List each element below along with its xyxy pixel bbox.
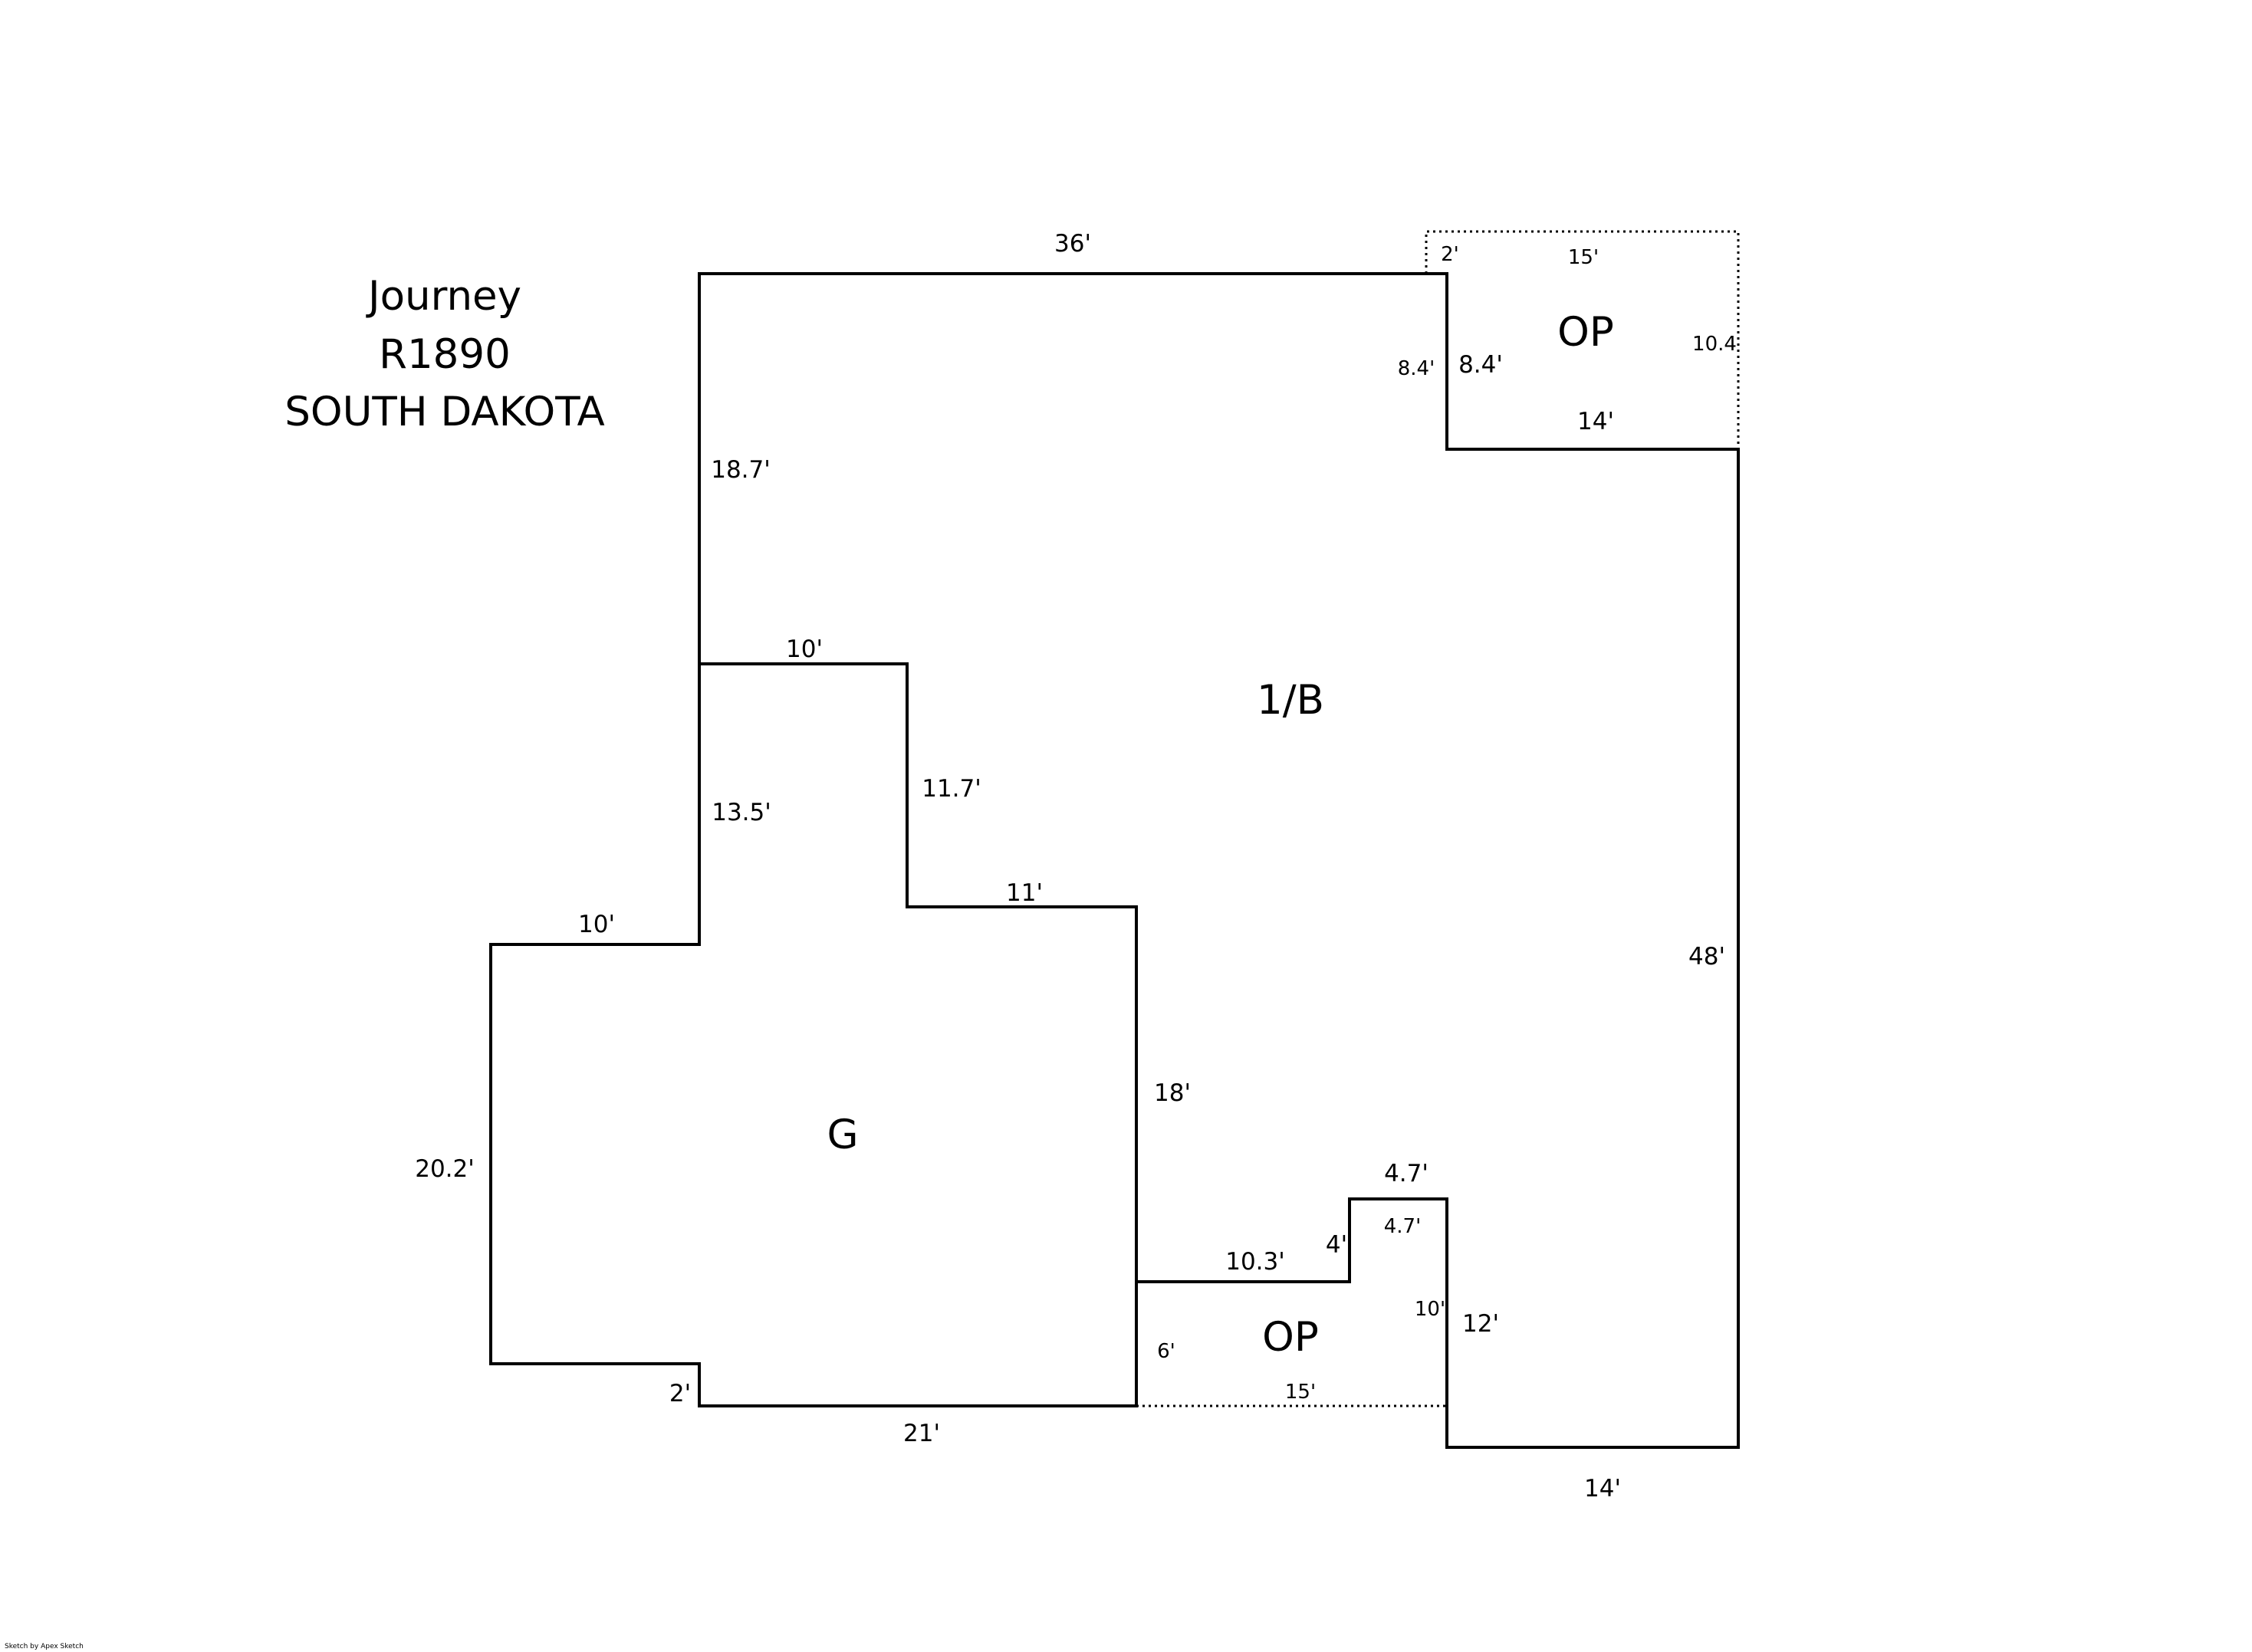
dim-notch-13-5: 13.5' <box>712 799 771 826</box>
dim-step-4: 4' <box>1326 1231 1347 1259</box>
dim-top-36: 36' <box>1054 230 1091 258</box>
dim-porch-inner-8-4-small: 8.4' <box>1398 357 1435 380</box>
main-building-outline <box>698 272 1740 1449</box>
dim-top-porch-2: 2' <box>1441 243 1459 266</box>
area-label-main: 1/B <box>1257 677 1324 724</box>
dim-porch2-10: 10' <box>1415 1298 1445 1321</box>
dim-left-18-7: 18.7' <box>711 456 771 484</box>
dim-notch-11: 11' <box>1006 879 1043 907</box>
dim-garage-18: 18' <box>1154 1079 1191 1107</box>
sketch-title-state: SOUTH DAKOTA <box>284 389 605 435</box>
dim-porch-inner-8-4: 8.4' <box>1458 351 1503 379</box>
dim-right-48: 48' <box>1688 943 1725 971</box>
dim-porch-bottom-14: 14' <box>1577 408 1614 435</box>
top-porch-dotted-edge <box>1425 230 1740 449</box>
dim-porch-right-10-4: 10.4 <box>1692 333 1737 356</box>
dim-garage-2: 2' <box>669 1380 691 1407</box>
dim-step-4-7-inner: 4.7' <box>1384 1215 1422 1238</box>
dim-porch2-12: 12' <box>1462 1310 1499 1338</box>
area-label-garage: G <box>827 1112 858 1158</box>
sketch-title-id: R1890 <box>379 331 511 378</box>
sketch-title-name: Journey <box>367 273 522 320</box>
garage-outline <box>489 664 1138 1407</box>
dim-garage-20-2: 20.2' <box>415 1155 475 1183</box>
dim-bottom-14: 14' <box>1584 1475 1621 1503</box>
dim-step-4-7-top: 4.7' <box>1384 1160 1428 1187</box>
dim-notch-11-7: 11.7' <box>922 775 981 803</box>
area-label-porch-top: OP <box>1557 309 1614 356</box>
dim-porch2-6: 6' <box>1157 1340 1175 1363</box>
dim-notch-10: 10' <box>786 636 823 663</box>
dim-step-10-3: 10.3' <box>1225 1248 1285 1276</box>
dim-garage-left-10: 10' <box>578 911 615 938</box>
dim-porch2-15: 15' <box>1285 1381 1316 1404</box>
dim-garage-21: 21' <box>903 1420 940 1447</box>
dim-top-porch-15: 15' <box>1568 246 1599 269</box>
area-label-porch-bottom: OP <box>1262 1314 1319 1361</box>
sketch-credit: Sketch by Apex Sketch <box>5 1643 84 1650</box>
